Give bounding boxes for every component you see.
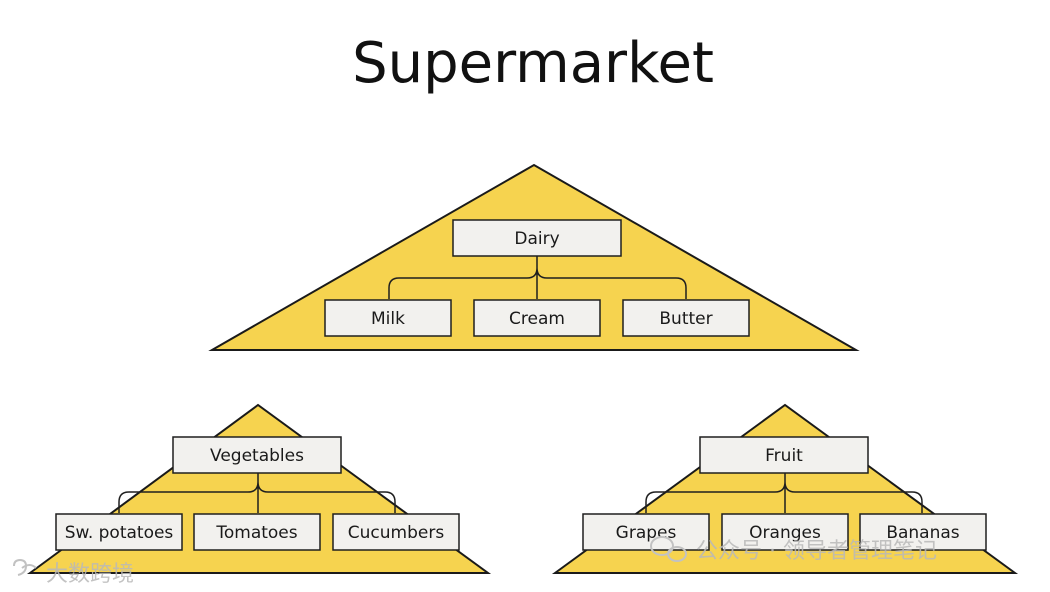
watermark-left-text: 大数跨境	[46, 562, 134, 587]
vegetables-group: Vegetables Sw. potatoes Tomatoes Cucumbe…	[26, 403, 492, 574]
bananas-node: Bananas	[859, 513, 987, 551]
sweet-potatoes-node: Sw. potatoes	[55, 513, 183, 551]
tomatoes-label: Tomatoes	[215, 523, 297, 543]
fruit-node: Fruit	[699, 436, 869, 474]
bananas-label: Bananas	[886, 523, 959, 543]
sweet-potatoes-label: Sw. potatoes	[65, 523, 174, 543]
oranges-label: Oranges	[749, 523, 821, 543]
milk-label: Milk	[371, 309, 405, 329]
oranges-node: Oranges	[721, 513, 849, 551]
page-title: Supermarket	[352, 31, 714, 96]
cucumbers-label: Cucumbers	[348, 523, 445, 543]
dairy-node: Dairy	[452, 219, 622, 257]
milk-node: Milk	[324, 299, 452, 337]
dairy-group: Dairy Milk Cream Butter	[208, 163, 860, 351]
vegetables-connector	[118, 473, 396, 513]
butter-node: Butter	[622, 299, 750, 337]
grapes-node: Grapes	[582, 513, 710, 551]
cucumbers-node: Cucumbers	[332, 513, 460, 551]
fruit-group: Fruit Grapes Oranges Bananas	[551, 403, 1019, 574]
fruit-label: Fruit	[765, 446, 803, 466]
vegetables-node: Vegetables	[172, 436, 342, 474]
watermark-right: 公众号 · 领导者管理笔记	[650, 536, 937, 564]
watermark-left: 大数跨境	[13, 558, 134, 587]
dairy-connector	[388, 256, 687, 299]
fruit-connector	[645, 473, 923, 513]
butter-label: Butter	[659, 309, 712, 329]
cream-node: Cream	[473, 299, 601, 337]
grapes-label: Grapes	[616, 523, 677, 543]
watermark-logo-icon	[13, 558, 37, 576]
vegetables-label: Vegetables	[210, 446, 304, 466]
dairy-label: Dairy	[514, 229, 559, 249]
tomatoes-node: Tomatoes	[193, 513, 321, 551]
cream-label: Cream	[509, 309, 565, 329]
wechat-icon	[650, 536, 687, 562]
watermark-right-text: 公众号 · 领导者管理笔记	[696, 539, 937, 564]
